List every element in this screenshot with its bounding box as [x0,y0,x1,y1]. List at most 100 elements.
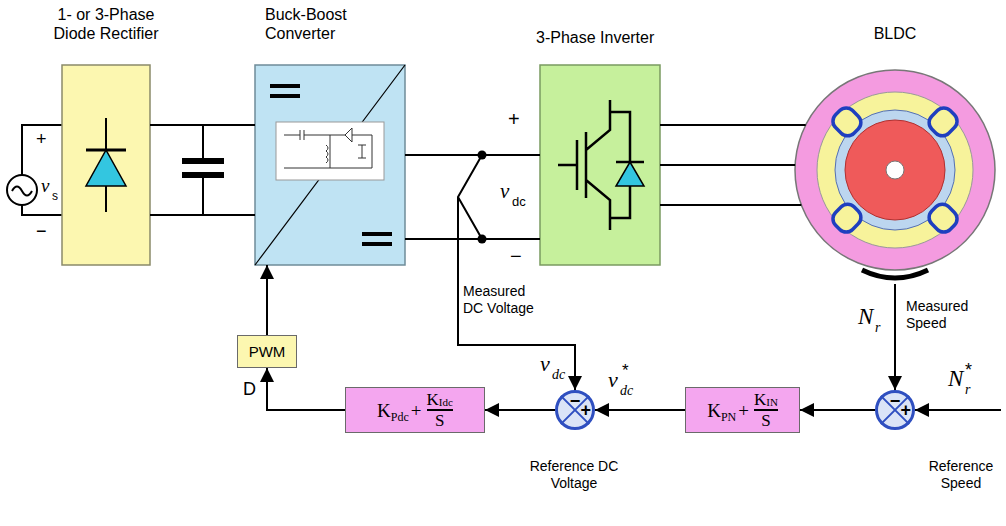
rectifier-block [62,65,150,265]
signal-arrow [267,368,345,410]
label-holder: N [858,304,873,329]
transfer-function: KPN+KINS [707,391,778,429]
block-label: PWM [249,343,286,360]
signal-symbol: v [608,368,618,392]
signal-symbol: dc [512,195,526,209]
signal-arrow [894,284,896,390]
sign-holder: + [580,401,591,420]
plus-sign: + [738,401,749,420]
rectifier-block: 1- or 3-Phase Diode Rectifier [62,65,150,265]
signal-symbol: D [243,380,256,400]
gain-symbol: K [754,391,766,408]
bldc-motor-part [862,270,928,278]
pwm-block: PWM [237,335,297,368]
signal-symbol: N [948,366,963,391]
label-holder: v [608,368,618,392]
block-heading: BLDC [795,24,995,43]
converter-block-part [326,145,328,163]
heading-holder: 3-Phase Inverter [536,28,654,47]
summing-circle-outline [557,392,594,429]
rectifier-block-part [86,149,126,152]
label-holder: r [965,382,970,397]
fraction: KINS [754,391,778,429]
rectifier-block-part [62,65,150,265]
converter-block-part [276,122,384,180]
gain-subscript: IN [766,397,778,408]
label-holder: Measured DC Voltage [463,283,549,317]
dc-bus-tap-part [458,155,482,239]
signal-arrow [485,409,555,411]
dc-link-capacitor [182,125,224,215]
label-holder: r [875,320,880,335]
signal-symbol: − [36,222,47,242]
power-wire [660,125,806,205]
inverter-block-part [540,65,660,265]
summing-circle-outline [877,392,914,429]
dc-link-capacitor-part [182,161,224,175]
inverter-block-part [558,100,630,230]
converter-block-part [255,65,405,265]
signal-symbol: r [875,320,880,335]
label-holder: + [508,108,520,130]
signal-symbol: − [510,245,522,267]
heading-holder: 1- or 3-Phase Diode Rectifier [38,5,174,43]
block-heading: 3-Phase Inverter [536,28,654,47]
transfer-function: KPdc+KIdcS [377,391,453,429]
bldc-motor-part [817,92,973,248]
bldc-motor-part [845,120,945,220]
bldc-motor-part [795,70,995,270]
dc-link-capacitor-part [202,125,204,215]
signal-symbol: * [622,362,629,381]
signal-arrow [800,409,875,411]
label-holder: v [41,176,49,197]
label-holder: − [36,222,47,242]
signal-symbol: v [41,176,49,197]
signal-symbol: dc [620,383,633,398]
signal-caption: Measured DC Voltage [463,283,549,317]
label-holder: dc [552,367,565,382]
block-heading: Buck-Boost Converter [265,5,385,43]
ac-source-part [7,175,37,205]
heading-holder: Buck-Boost Converter [265,5,385,43]
minus-sign: − [570,391,581,411]
signal-symbol: r [965,382,970,397]
power-wire [150,125,255,215]
label-holder: * [622,362,629,381]
label-holder: − [510,245,522,267]
signal-arrow [595,409,685,411]
signal-caption: Measured Speed [906,298,986,332]
converter-block-part [255,65,405,265]
bldc-motor-part [886,161,904,179]
numerator: KIdc [427,391,453,408]
signal-symbol: s [52,190,58,203]
pi-controller: KPN+KINS [685,387,800,433]
signal-symbol: * [965,361,972,381]
reference-speed-input-part [915,409,1001,411]
inverter-block: 3-Phase Inverter [540,65,660,265]
label-holder: dc [512,195,526,209]
fraction-bar [754,409,778,411]
label-holder: Reference DC Voltage [528,458,620,492]
summing-junction: −+ [875,390,915,430]
label-holder: * [965,361,972,381]
gain-subscript: Pdc [391,411,409,423]
heading-holder: BLDC [795,24,995,43]
signal-symbol: N [858,304,873,329]
signal-symbol: v [500,180,509,203]
laplace-variable: S [435,412,444,429]
plus-sign: + [411,401,422,420]
label-holder: Measured Speed [906,298,986,332]
label-holder: D [243,380,256,400]
label-holder: v [540,352,550,376]
rectifier-block-part [86,150,126,186]
label-holder: Reference Speed [921,458,1001,492]
signal-symbol: dc [552,367,565,382]
bldc-motor: BLDC [795,70,995,270]
sign-holder: + [900,401,911,420]
converter-block [255,65,405,265]
inverter-block-part [616,162,644,186]
label-holder: dc [620,383,633,398]
signal-arrow [266,265,268,335]
